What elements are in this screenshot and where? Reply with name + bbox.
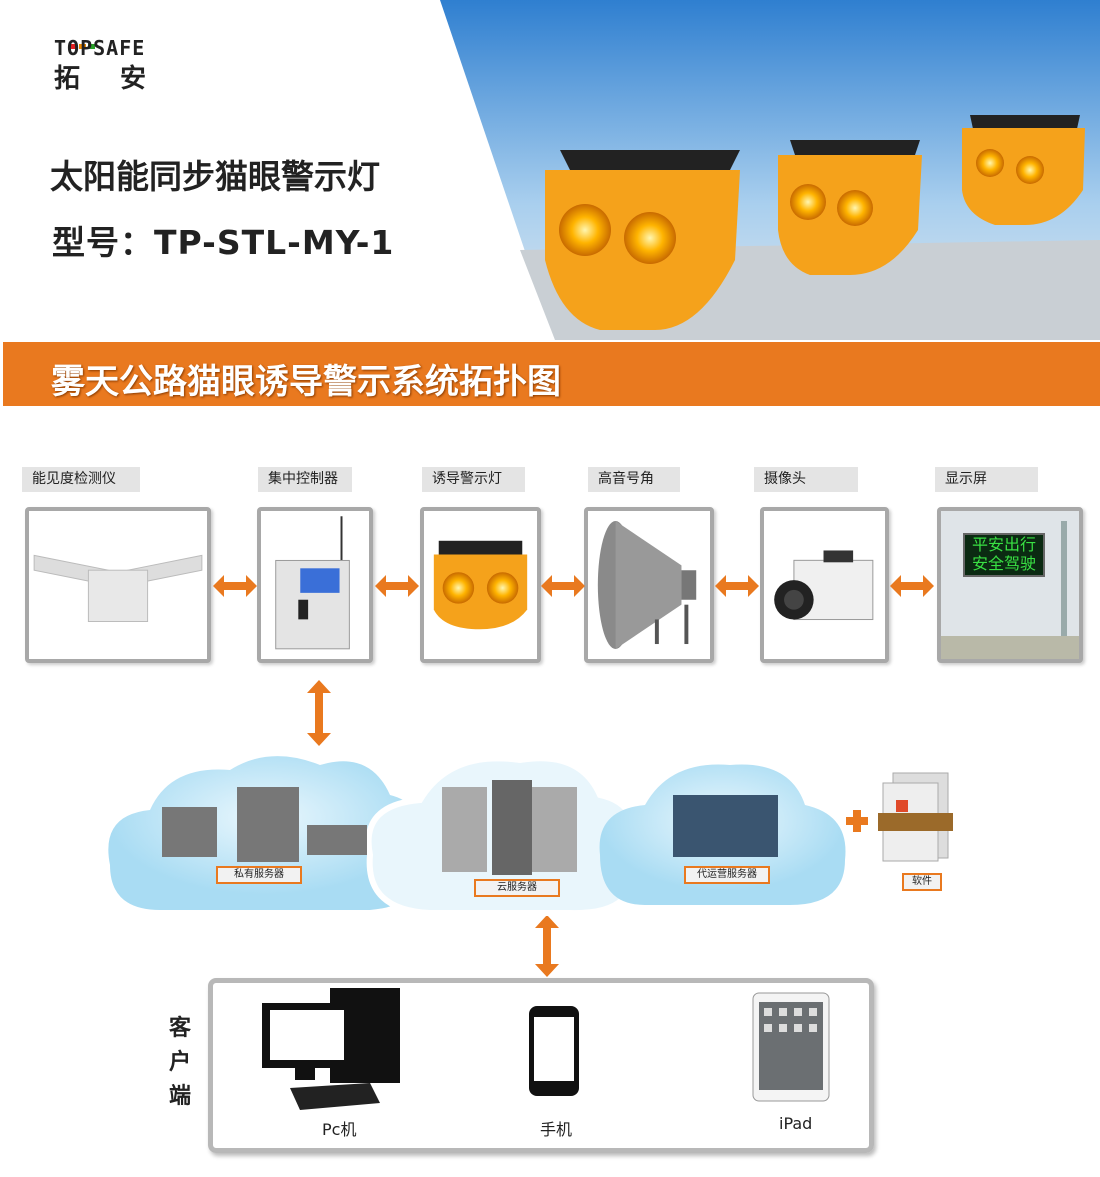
device-label: 高音号角 xyxy=(588,467,680,492)
logo-text-cn: 拓安 xyxy=(54,64,187,94)
software-label: 软件 xyxy=(902,873,942,891)
device-label: 显示屏 xyxy=(935,467,1038,492)
server-clouds xyxy=(108,755,846,917)
camera-image xyxy=(760,507,889,663)
operated-server-label: 代运营服务器 xyxy=(684,866,770,884)
display-screen-image: 平安出行 安全驾驶 xyxy=(937,507,1083,663)
device-label: 集中控制器 xyxy=(258,467,352,492)
product-title: 太阳能同步猫眼警示灯 xyxy=(50,157,380,196)
bidirectional-arrow-icon xyxy=(890,575,934,597)
product-model: 型号：TP-STL-MY-1 xyxy=(52,223,395,262)
visibility-detector-image xyxy=(25,507,211,663)
client-panel xyxy=(208,978,874,1153)
phone-icon xyxy=(529,1006,579,1096)
led-screen: 平安出行 安全驾驶 xyxy=(963,533,1045,577)
screen-line: 安全驾驶 xyxy=(971,554,1036,573)
client-device-phone: 手机 xyxy=(540,1120,573,1139)
device-label: 诱导警示灯 xyxy=(422,467,525,492)
section-banner: 雾天公路猫眼诱导警示系统拓扑图 xyxy=(3,342,1100,406)
cat-eye-lamp-large xyxy=(545,150,740,330)
cat-eye-lamp-medium xyxy=(778,140,922,275)
sign-pole xyxy=(1061,521,1067,659)
device-label: 能见度检测仪 xyxy=(22,467,140,492)
device-label: 摄像头 xyxy=(754,467,858,492)
bidirectional-arrow-icon xyxy=(541,575,585,597)
screen-line: 平安出行 xyxy=(971,535,1036,554)
cloud-server-label: 云服务器 xyxy=(474,879,560,897)
road xyxy=(941,636,1079,659)
bidirectional-arrow-icon xyxy=(715,575,759,597)
cat-eye-lamp-small xyxy=(962,115,1085,225)
cat-eye-lamp-image xyxy=(420,507,541,663)
pc-icon xyxy=(262,988,400,1110)
banner-title: 雾天公路猫眼诱导警示系统拓扑图 xyxy=(51,362,561,402)
client-label: 客户端 xyxy=(168,1016,191,1109)
client-device-pc: Pc机 xyxy=(322,1120,357,1139)
horn-speaker-image xyxy=(584,507,714,663)
bidirectional-arrow-icon xyxy=(213,575,257,597)
logo-color-dots xyxy=(70,34,97,53)
logo-text-en: TOPSAFE xyxy=(54,36,146,60)
client-device-ipad: iPad xyxy=(779,1114,813,1133)
central-controller-image xyxy=(257,507,373,663)
ipad-icon xyxy=(752,992,830,1102)
plus-icon xyxy=(846,810,868,832)
vertical-arrow-icon xyxy=(307,680,331,746)
private-server-label: 私有服务器 xyxy=(216,866,302,884)
software-box-icon xyxy=(878,772,953,862)
bidirectional-arrow-icon xyxy=(375,575,419,597)
product-photo-banner xyxy=(440,0,1100,340)
vertical-arrow-icon xyxy=(535,915,559,977)
